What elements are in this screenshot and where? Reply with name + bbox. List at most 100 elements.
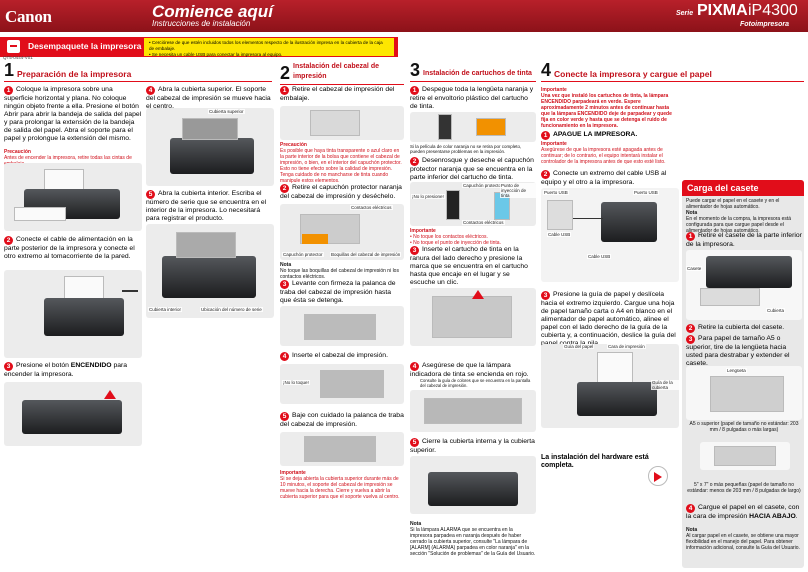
doc-code: QT5-0444-V01 <box>3 55 33 60</box>
printhead-figure-insert: ¡No lo toque! <box>280 364 404 404</box>
brand-name: PIXMA <box>697 2 748 19</box>
cassette-figure-remove: Casete Cubierta <box>686 250 802 320</box>
ink-figure-insert <box>410 288 536 346</box>
unpack-note: • Se necesita un cable USB para conectar… <box>149 52 283 57</box>
unpack-notes: • Cerciórese de que estén incluidos todo… <box>144 38 394 57</box>
canon-logo: Canon <box>5 7 52 26</box>
paper-guide-caption: Guía del papel <box>563 344 595 349</box>
section-title: Instalación del cabezal de impresión <box>293 63 379 80</box>
section-title: Preparación de la impresora <box>17 69 132 79</box>
cassette-intro: Puede cargar el papel en el casete y en … <box>686 198 780 210</box>
minus-box-icon <box>7 40 20 53</box>
usb-port-caption: Puerto USB <box>633 190 659 195</box>
page-subtitle: Instrucciones de instalación <box>152 19 251 28</box>
model-name: iP4300 <box>748 2 798 19</box>
ink-figure-peel <box>410 112 536 142</box>
print-side-caption: Cara de impresión <box>607 344 646 349</box>
usb-port-caption: Puerto USB <box>543 190 569 195</box>
cassette-figure-extend: Lengüeta <box>686 366 802 420</box>
cover-guide-caption: Guía de la cubierta <box>651 380 679 390</box>
cassette-caption: Casete <box>686 266 703 271</box>
page-title: Comience aquí <box>152 2 273 21</box>
printer-figure-open-tray <box>4 163 142 231</box>
printer-figure-inner-cover: Cubierta interior Ubicación del número d… <box>146 224 274 318</box>
lamp-caption: Consulte la guía de colores que se encue… <box>420 378 531 388</box>
size-small: 5" x 7" o más pequeñas (papel de tamaño … <box>687 482 801 494</box>
section-number: 1 <box>4 60 15 80</box>
hardware-complete: La instalación del hardware está complet… <box>541 454 649 469</box>
printer-figure-close <box>410 456 536 514</box>
important-3: Importante• No toque los contactos eléct… <box>410 228 501 246</box>
usb-figure: Puerto USB Cable USB Puerto USB Cable US… <box>541 188 679 282</box>
contacts-caption: Contactos eléctricos <box>462 220 505 225</box>
unpack-note: • Cerciórese de que estén incluidos todo… <box>149 40 383 51</box>
printhead-figure-lever-up <box>280 306 404 346</box>
no-touch-caption: ¡No lo toque! <box>282 380 310 385</box>
product-type: Fotoimpresora <box>740 21 790 28</box>
ink-figure-lamps <box>410 390 536 432</box>
printhead-figure-lever-down <box>280 432 404 466</box>
section-number: 3 <box>410 60 421 80</box>
serial-location-caption: Ubicación del número de serie <box>200 307 263 312</box>
cassette-figure-small <box>700 442 790 470</box>
top-cover-caption: Cubierta superior <box>208 109 245 114</box>
paper-load-figure: Guía del papel Cara de impresión Guía de… <box>541 344 679 428</box>
section-number: 4 <box>541 60 552 80</box>
cap-caption: Capuchón protector <box>282 252 324 257</box>
no-press-caption: ¡No lo presione! <box>411 194 445 199</box>
printhead-figure-cap: Contactos eléctricos Capuchón protector … <box>280 204 404 260</box>
unpack-label: Desempaquete la impresora <box>28 41 142 51</box>
nozzles-caption: Boquillas del cabezal de impresión <box>330 252 402 257</box>
contacts-caption: Contactos eléctricos <box>350 205 393 210</box>
inner-cover-caption: Cubierta interior <box>148 307 183 312</box>
ink-point-caption: Punto de inyección de tinta <box>500 183 536 198</box>
section-number: 2 <box>280 63 291 83</box>
ink-figure-cap: ¡No lo presione! Capuchón protector Punt… <box>410 182 536 226</box>
printer-figure-top-cover: Cubierta superior <box>146 108 274 186</box>
cover-caption: Cubierta <box>766 308 786 313</box>
header-banner: Canon Comience aquí Instrucciones de ins… <box>0 0 808 32</box>
printer-figure-power-cable <box>4 270 142 358</box>
cap-caption: Capuchón protector <box>462 183 504 188</box>
unpack-bar: Desempaquete la impresora • Cerciórese d… <box>0 37 398 57</box>
tab-caption: Si la película de color naranja no se re… <box>410 144 522 154</box>
printer-figure-power-button <box>4 382 142 446</box>
printhead-figure-remove <box>280 106 404 140</box>
usb-cable-caption: Cable USB <box>587 254 612 259</box>
series-label: Serie <box>676 10 694 17</box>
section-title: Instalación de cartuchos de tinta <box>423 70 532 77</box>
cassette-title: Carga del casete <box>682 180 804 196</box>
